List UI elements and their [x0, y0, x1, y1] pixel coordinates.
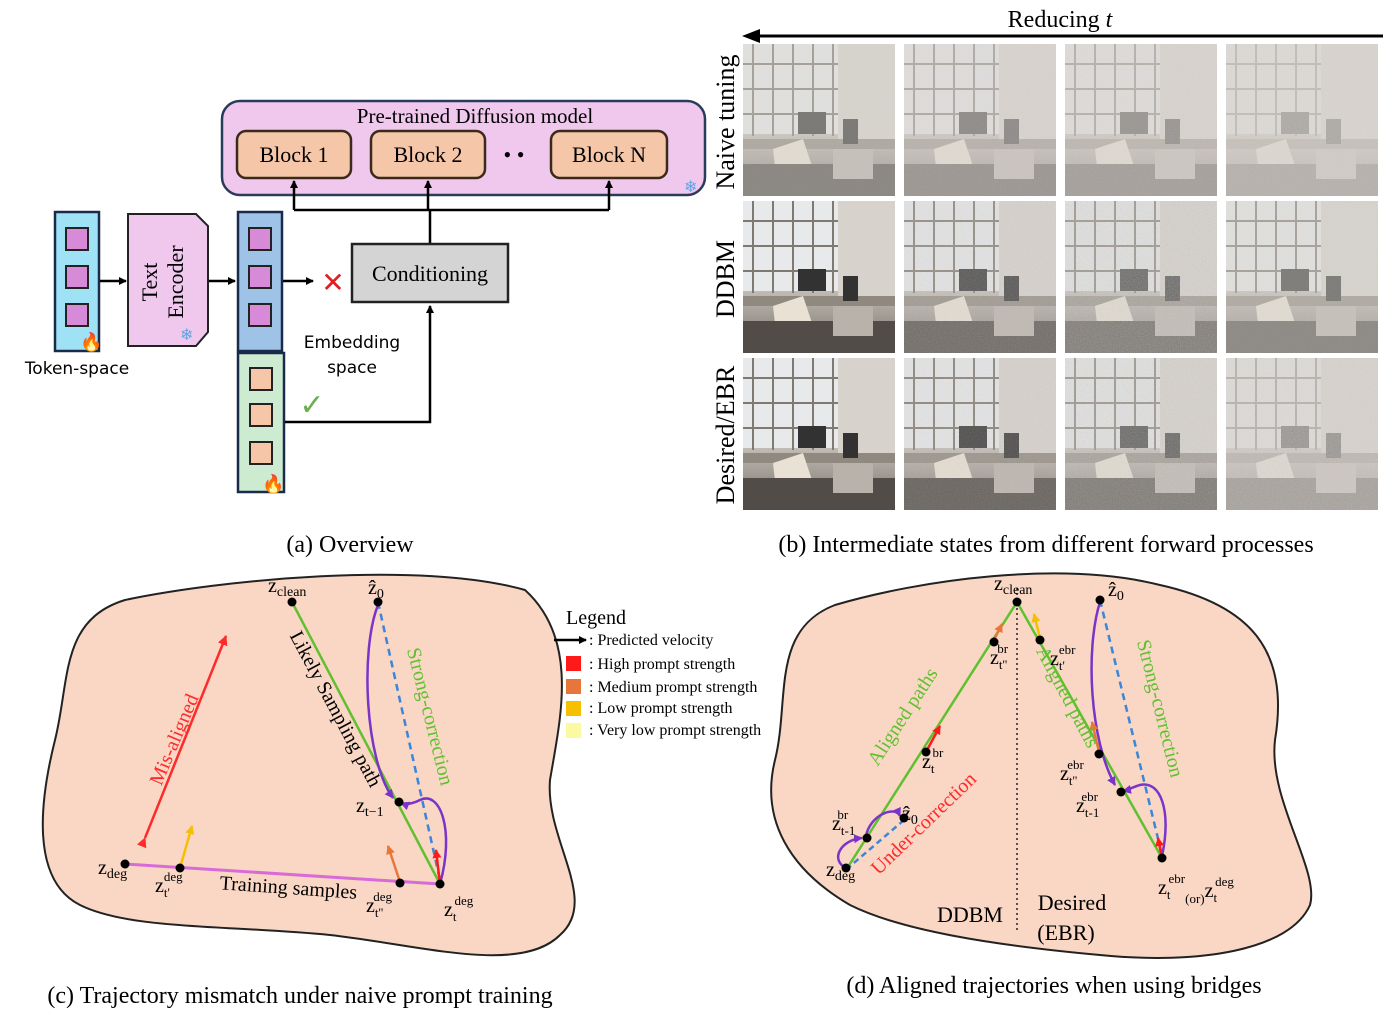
fire-icon: 🔥 — [80, 331, 102, 352]
reducing-t-label: Reducing t — [1008, 7, 1114, 33]
grid-image — [1225, 200, 1379, 354]
diffusion-title: Pre-trained Diffusion model — [357, 104, 594, 128]
caption-d: (d) Aligned trajectories when using brid… — [846, 973, 1261, 999]
legend-item-2: : Medium prompt strength — [589, 679, 757, 696]
panel-b: Reducing t Naive tuning DDBM Desired/EBR… — [711, 7, 1383, 558]
d-z-hat0-right: ẑ0 — [1108, 579, 1124, 604]
legend-item-4: : Very low prompt strength — [589, 722, 761, 739]
conditioning-label: Conditioning — [372, 261, 488, 286]
legend-swatch-low — [566, 701, 581, 716]
panel-d-point-labels: zclean ẑ0 zt''br ztbr zt-1br ẑ0 zdeg zt'… — [826, 573, 1234, 906]
panel-c: Mis-aligned Likely Sampling path Strong-… — [41, 573, 576, 1009]
grid-image — [1064, 357, 1218, 511]
block-n — [549, 129, 669, 180]
ddbm-label: DDBM — [937, 902, 1003, 927]
image-grid — [742, 43, 1379, 511]
grid-image — [903, 43, 1057, 197]
text-encoder-line1: Text — [137, 263, 162, 302]
block-1 — [235, 129, 353, 180]
grid-image — [903, 357, 1057, 511]
grid-image — [1225, 357, 1379, 511]
row-label-ddbm: DDBM — [711, 240, 740, 318]
grid-image — [903, 200, 1057, 354]
d-ebr-tpp: zt''ebr — [1060, 757, 1084, 788]
d-z-deg: zdeg — [826, 859, 855, 884]
text-encoder — [127, 213, 209, 347]
snowflake-icon: ❄ — [684, 179, 697, 196]
block-2-label: Block 2 — [393, 142, 462, 167]
d-ebr-tm1: zt-1ebr — [1076, 789, 1099, 820]
d-br-tm1: zt-1br — [832, 807, 855, 838]
conditioning-box — [350, 242, 510, 304]
block-n-label: Block N — [572, 142, 646, 167]
latent-blob-d — [770, 572, 1313, 959]
ebr-label: (EBR) — [1037, 920, 1094, 945]
d-z-hat0-left: ẑ0 — [902, 803, 918, 828]
d-ebr-t: ztebr(or)ztdeg — [1158, 871, 1234, 906]
accept-mark: ✓ — [299, 388, 324, 423]
fire-icon: 🔥 — [262, 473, 284, 494]
embedding-label-2: space — [327, 358, 377, 378]
z-t-label: ztdeg — [444, 893, 474, 924]
legend-item-0: : Predicted velocity — [589, 632, 713, 649]
legend-item-3: : Low prompt strength — [589, 700, 733, 717]
legend-title: Legend — [566, 607, 626, 629]
grid-image — [742, 357, 896, 511]
legend-swatch-very-low — [566, 723, 581, 738]
grid-image — [1064, 200, 1218, 354]
caption-c: (c) Trajectory mismatch under naive prom… — [47, 983, 552, 1009]
token-space-label: Token-space — [24, 359, 129, 379]
caption-a: (a) Overview — [286, 532, 414, 558]
snowflake-icon: ❄ — [180, 327, 193, 344]
d-ebr-tp: zt'ebr — [1050, 642, 1076, 673]
legend-item-1: : High prompt strength — [589, 656, 735, 673]
d-z-clean-label: zclean — [994, 573, 1032, 598]
z-hat0-label: ẑ0 — [368, 577, 384, 602]
panel-d: Aligned paths Aligned paths Under-correc… — [770, 572, 1313, 999]
conditioning-fanout — [290, 180, 613, 243]
z-deg-label: zdeg — [98, 857, 127, 882]
legend-swatch-medium — [566, 679, 581, 694]
caption-b: (b) Intermediate states from different f… — [778, 532, 1313, 558]
grid-image — [1064, 43, 1218, 197]
legend: Legend : Predicted velocity : High promp… — [554, 607, 761, 739]
d-br-t: ztbr — [922, 745, 944, 776]
row-label-naive: Naive tuning — [711, 54, 740, 189]
grid-image — [1225, 43, 1379, 197]
grid-image — [742, 43, 896, 197]
row-label-ebr: Desired/EBR — [711, 365, 740, 504]
grid-image — [742, 200, 896, 354]
text-encoder-line2: Encoder — [163, 245, 188, 319]
panel-c-point-labels: zclean ẑ0 zt−1 zdeg zt'deg zt''deg ztdeg — [98, 575, 474, 924]
block-2 — [369, 129, 487, 180]
d-br-tpp: zt''br — [990, 641, 1009, 672]
reject-mark: ✕ — [321, 266, 344, 299]
z-tp-label: zt'deg — [155, 869, 183, 900]
embedding-label-1: Embedding — [304, 333, 400, 353]
block-1-label: Block 1 — [259, 142, 328, 167]
desired-label: Desired — [1038, 890, 1106, 915]
z-tpp-label: zt''deg — [366, 889, 392, 920]
z-tm1-label: zt−1 — [356, 795, 384, 820]
legend-swatch-high — [566, 656, 581, 671]
panel-a: Pre-trained Diffusion model ❄ Block 1 Bl… — [24, 99, 707, 558]
ellipsis: • • — [504, 142, 525, 167]
z-clean-label: zclean — [268, 575, 306, 600]
